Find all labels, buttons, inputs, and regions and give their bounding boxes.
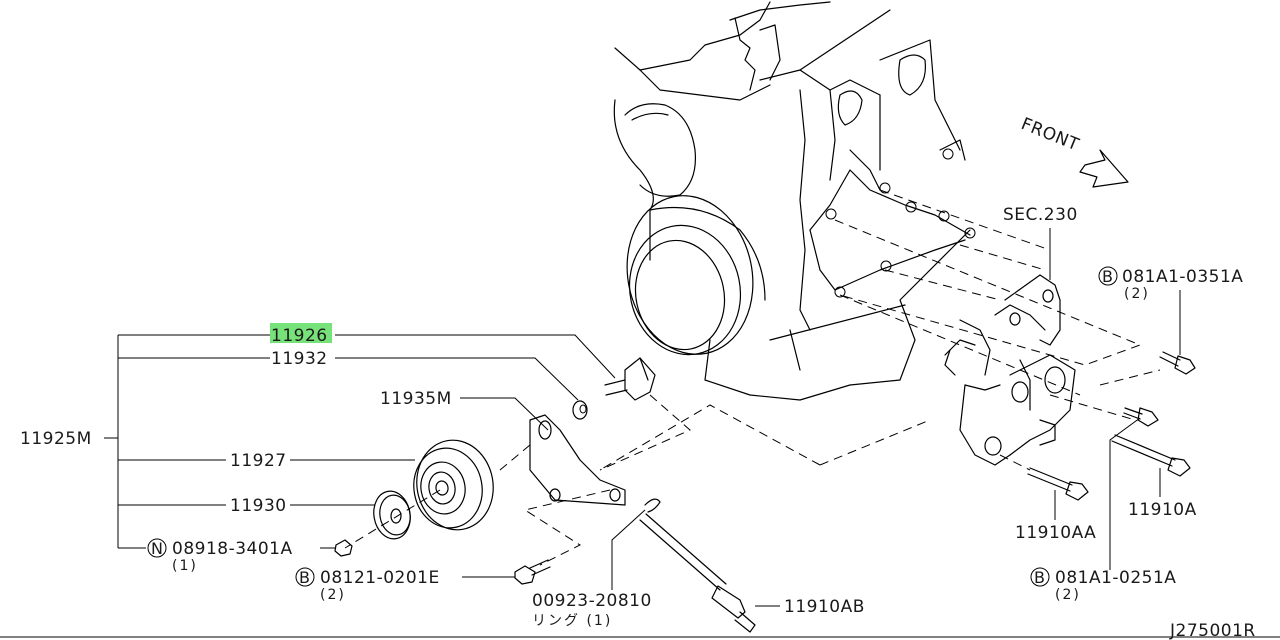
bolt-08121-0201e bbox=[514, 559, 551, 585]
label-081a1-0251a[interactable]: 081A1-0251A bbox=[1055, 568, 1176, 588]
cover-11930 bbox=[373, 490, 411, 540]
bolt1-qty: (2) bbox=[320, 587, 346, 603]
label-sec-230[interactable]: SEC.230 bbox=[1003, 205, 1078, 225]
alternator-bracket bbox=[944, 274, 1076, 466]
bracket-11935m bbox=[529, 414, 626, 506]
label-08918-3401a[interactable]: 08918-3401A bbox=[172, 539, 293, 559]
bolt3-qty: (2) bbox=[1124, 286, 1150, 302]
front-arrow-icon bbox=[1079, 149, 1129, 188]
nut-qty: (1) bbox=[172, 558, 198, 574]
label-11910a[interactable]: 11910A bbox=[1128, 500, 1197, 520]
bolt1-prefix-badge bbox=[295, 567, 315, 587]
engine-block-illustration bbox=[613, 1, 976, 401]
bolt3-prefix-badge bbox=[1098, 266, 1118, 286]
bolt-11926 bbox=[604, 357, 656, 401]
label-11927[interactable]: 11927 bbox=[230, 451, 287, 471]
washer-11932 bbox=[572, 400, 588, 420]
label-00923-20810[interactable]: 00923-20810 bbox=[532, 591, 652, 611]
bolt1-prefix: B bbox=[299, 568, 310, 587]
bolt-081a1-0251a bbox=[1123, 407, 1159, 427]
label-11910aa[interactable]: 11910AA bbox=[1015, 523, 1096, 543]
ring-00923-20810 bbox=[644, 498, 661, 513]
nut-prefix-badge bbox=[147, 538, 167, 558]
highlight-11926 bbox=[270, 323, 332, 343]
bolt-081a1-0351a bbox=[1159, 351, 1196, 375]
label-11910ab[interactable]: 11910AB bbox=[784, 597, 865, 617]
label-front: FRONT bbox=[1018, 114, 1082, 155]
leader-lines bbox=[0, 228, 1280, 638]
label-08121-0201e[interactable]: 08121-0201E bbox=[320, 568, 440, 588]
bolt2-prefix-badge bbox=[1030, 567, 1050, 587]
label-11926[interactable]: 11926 bbox=[271, 326, 328, 346]
bolt2-qty: (2) bbox=[1055, 587, 1081, 603]
assembly-dashed-lines bbox=[344, 189, 1161, 566]
adjusting-bolt-11910ab bbox=[639, 513, 756, 633]
label-081a1-0351a[interactable]: 081A1-0351A bbox=[1122, 267, 1243, 287]
label-11935m[interactable]: 11935M bbox=[380, 389, 452, 409]
label-11925m[interactable]: 11925M bbox=[20, 429, 92, 449]
label-11932[interactable]: 11932 bbox=[271, 349, 328, 369]
bolt-11910aa bbox=[1027, 467, 1089, 501]
label-11930[interactable]: 11930 bbox=[230, 496, 287, 516]
bolt3-prefix: B bbox=[1102, 267, 1113, 286]
drawing-code: J275001R bbox=[1169, 621, 1256, 640]
bolt-11910a bbox=[1111, 434, 1191, 477]
pulley-11927 bbox=[413, 439, 494, 531]
ring-name: リング (1) bbox=[532, 613, 612, 629]
bolt2-prefix: B bbox=[1034, 568, 1045, 587]
nut-08918-3401a bbox=[334, 539, 353, 557]
nut-prefix: N bbox=[151, 539, 163, 558]
part-labels: 11926 11932 11935M 11925M 11927 11930 N … bbox=[20, 114, 1256, 640]
